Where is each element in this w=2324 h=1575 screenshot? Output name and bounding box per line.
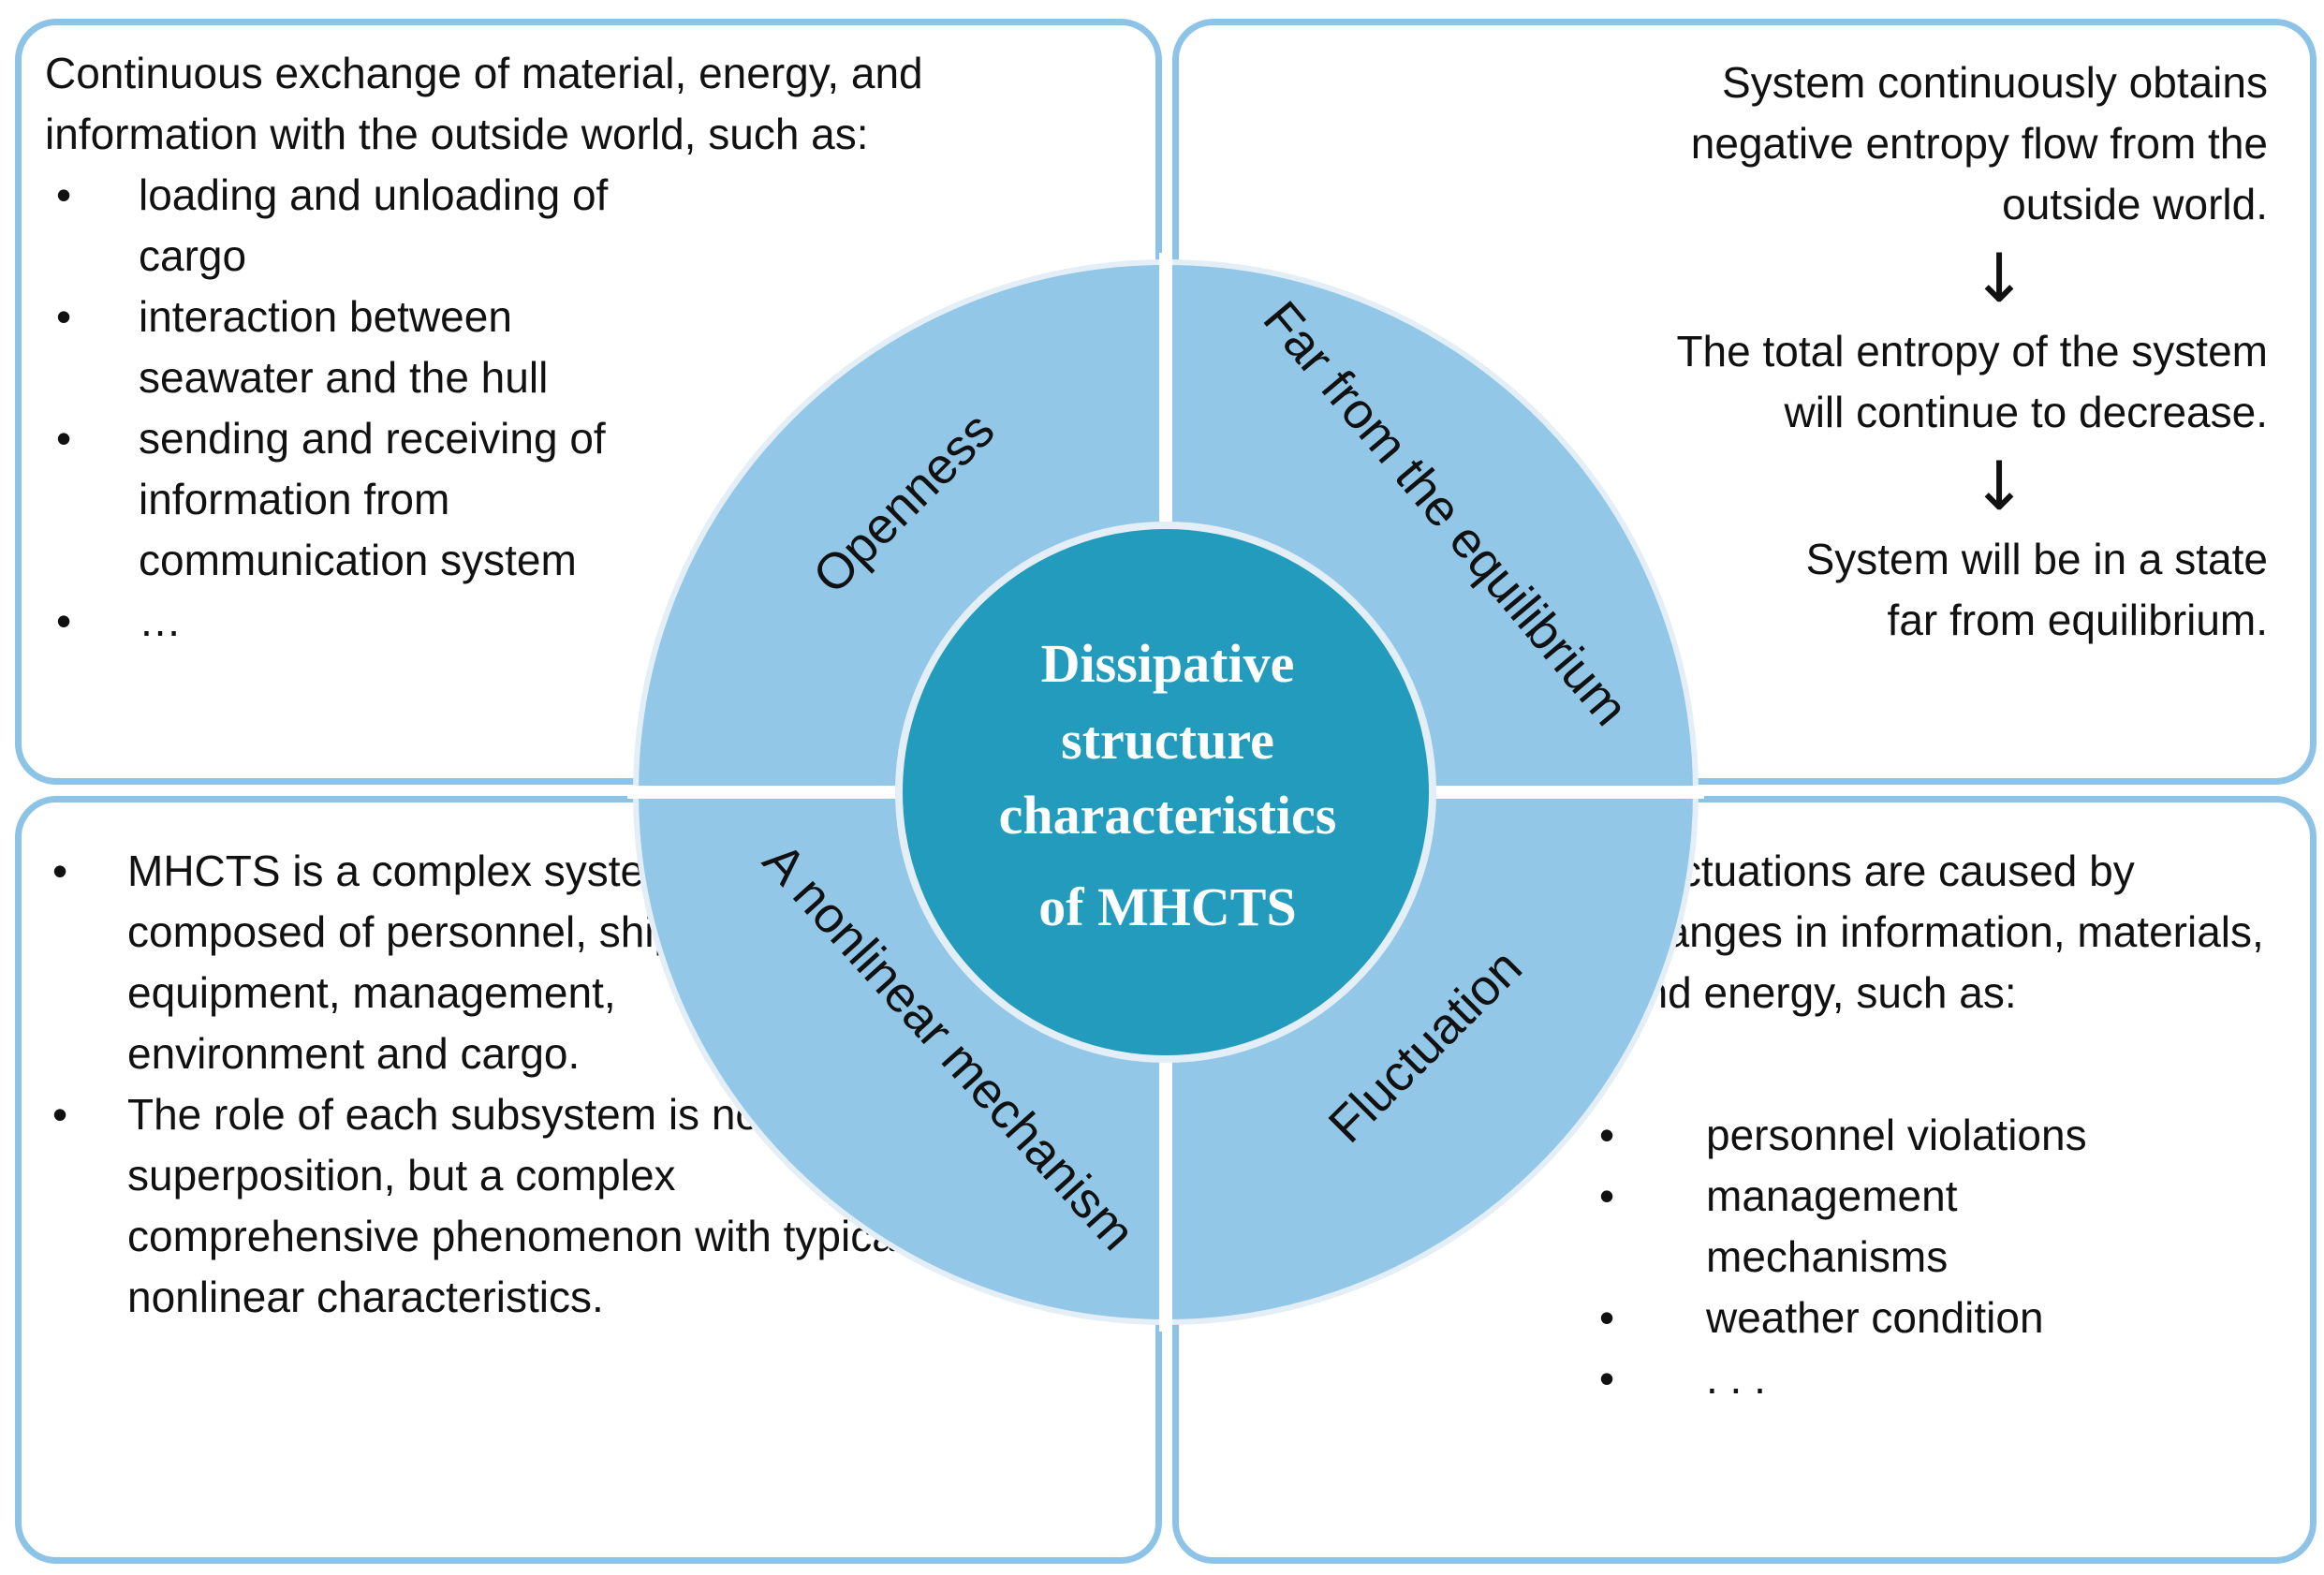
bullet-icon: • <box>56 292 72 341</box>
list-item: •MHCTS is a complex system composed of p… <box>41 841 745 1084</box>
nonlinear-mechanism-description: •MHCTS is a complex system composed of p… <box>41 841 944 1328</box>
list-item: •loading and unloading of cargo <box>45 165 691 287</box>
bullet-icon: • <box>56 414 72 463</box>
far-from-equilibrium-statement: System will be in a state far from equil… <box>1805 535 2268 644</box>
list-item: •management mechanisms <box>1599 1166 2099 1288</box>
center-title-line-2: structure <box>1061 710 1274 771</box>
center-title-line-4: of MHCTS <box>1038 876 1297 937</box>
list-item: •personnel violations <box>1599 1105 2287 1166</box>
bullet-icon: • <box>1599 1293 1615 1342</box>
bullet-icon: • <box>1599 1171 1615 1220</box>
center-title-line-3: characteristics <box>999 785 1337 846</box>
openness-examples: •loading and unloading of cargo •interac… <box>45 165 691 652</box>
list-item: •sending and receiving of information fr… <box>45 408 663 591</box>
list-item: •… <box>45 591 691 652</box>
fluctuation-examples: •personnel violations •management mechan… <box>1599 1105 2287 1409</box>
bullet-icon: • <box>52 1090 68 1139</box>
nonlinear-points: •MHCTS is a complex system composed of p… <box>41 841 944 1328</box>
bullet-icon: • <box>56 170 72 219</box>
negative-entropy-statement: System continuously obtains negative ent… <box>1690 58 2268 228</box>
bullet-icon: • <box>56 596 72 645</box>
bullet-icon: • <box>1599 1111 1615 1159</box>
down-arrow-icon: ↓ <box>1971 447 2028 525</box>
down-arrow-icon: ↓ <box>1971 239 2028 317</box>
bullet-icon: • <box>52 846 68 895</box>
list-item: •. . . <box>1599 1348 2287 1409</box>
openness-intro: Continuous exchange of material, energy,… <box>45 49 923 158</box>
list-item: •interaction between seawater and the hu… <box>45 287 691 408</box>
list-item: •weather condition <box>1599 1288 2287 1348</box>
bullet-icon: • <box>1599 1354 1615 1403</box>
center-title-line-1: Dissipative <box>1041 633 1295 694</box>
openness-description: Continuous exchange of material, energy,… <box>45 43 1103 652</box>
far-from-equilibrium-description: System continuously obtains negative ent… <box>1217 52 2268 651</box>
fluctuation-intro: Fluctuations are caused by changes in in… <box>1620 846 2264 1017</box>
center-circle <box>895 522 1436 1063</box>
entropy-decrease-statement: The total entropy of the system will con… <box>1676 327 2268 436</box>
